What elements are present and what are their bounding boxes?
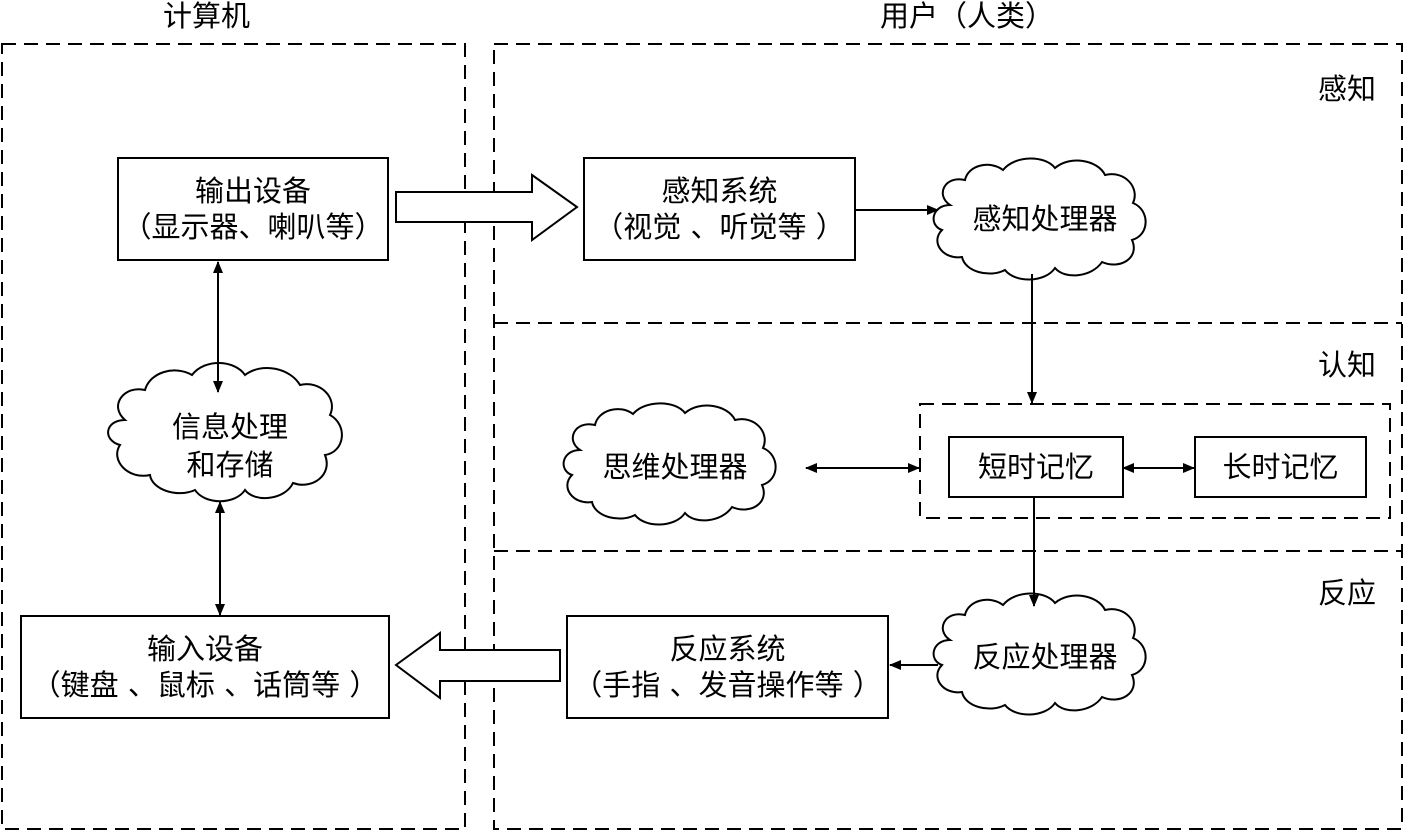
info-processing-label: 信息处理 和存储 bbox=[130, 392, 330, 502]
region-label-perception: 感知 bbox=[1318, 72, 1377, 106]
long-term-memory-box: 长时记忆 bbox=[1194, 436, 1367, 498]
cloud-perception-processor bbox=[932, 157, 1147, 281]
input-device-title: 输入设备 bbox=[146, 631, 263, 666]
user-title: 用户（人类） bbox=[880, 0, 1055, 33]
input-device-box: 输入设备 （键盘 、鼠标 、话筒等 ） bbox=[20, 615, 390, 719]
perception-system-title: 感知系统 bbox=[661, 173, 778, 208]
output-device-title: 输出设备 bbox=[194, 173, 311, 208]
long-term-memory-label: 长时记忆 bbox=[1222, 449, 1339, 484]
response-system-box: 反应系统 （手指 、发音操作等 ） bbox=[566, 615, 889, 719]
info-processing-line1: 信息处理 bbox=[171, 410, 288, 445]
computer-title: 计算机 bbox=[163, 0, 251, 33]
perception-system-box: 感知系统 （视觉 、听觉等 ） bbox=[583, 157, 856, 261]
computer-boundary bbox=[1, 43, 466, 830]
response-system-title: 反应系统 bbox=[669, 631, 786, 666]
response-to-input-arrow bbox=[394, 631, 561, 700]
perception-system-subtitle: （视觉 、听觉等 ） bbox=[594, 210, 845, 244]
thinking-processor-label: 思维处理器 bbox=[602, 449, 748, 484]
info-processing-line2: 和存储 bbox=[186, 448, 274, 482]
region-label-response: 反应 bbox=[1318, 576, 1377, 610]
short-term-memory-label: 短时记忆 bbox=[977, 449, 1094, 484]
response-system-subtitle: （手指 、发音操作等 ） bbox=[573, 668, 882, 702]
cloud-response-processor bbox=[932, 592, 1147, 716]
region-label-cognition: 认知 bbox=[1318, 348, 1377, 382]
output-device-box: 输出设备 （显示器、喇叭等） bbox=[117, 157, 389, 261]
output-to-perception-arrow bbox=[395, 173, 579, 242]
cloud-thinking-processor bbox=[562, 402, 777, 526]
input-device-subtitle: （键盘 、鼠标 、话筒等 ） bbox=[31, 668, 379, 702]
memory-group-boundary bbox=[919, 403, 1391, 519]
response-processor-label: 反应处理器 bbox=[972, 639, 1118, 674]
user-boundary bbox=[493, 43, 1403, 830]
output-device-subtitle: （显示器、喇叭等） bbox=[122, 210, 384, 244]
cloud-info-processing bbox=[107, 362, 343, 503]
perception-processor-label: 感知处理器 bbox=[972, 202, 1118, 237]
short-term-memory-box: 短时记忆 bbox=[948, 436, 1124, 498]
